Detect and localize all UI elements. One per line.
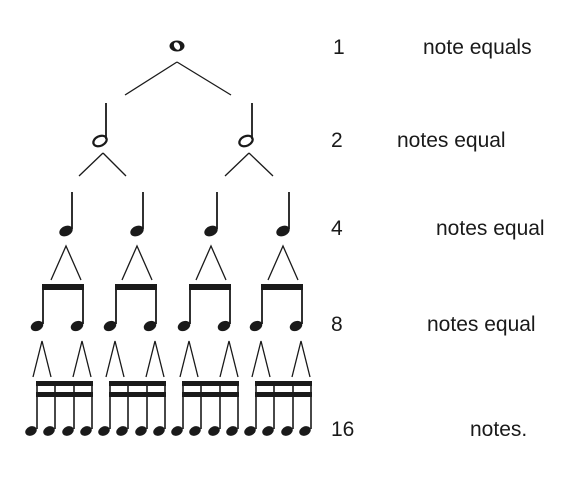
quarter-note-icon [276,192,290,237]
row-count-8: 8 [331,313,343,336]
quarter-note-icon [204,192,218,237]
row-text-2: notes equal [397,129,506,152]
branch-lines [32,340,311,378]
eighth-note-icon [30,284,84,332]
branch-lines [124,61,232,96]
quarter-note-icon [59,192,73,237]
quarter-note-icon [130,192,144,237]
half-note-icon [238,103,254,148]
sixteenth-note-icon [244,381,312,436]
row-count-2: 2 [331,129,343,152]
eighth-note-icon [249,284,303,332]
whole-note-icon [169,40,185,52]
row-count-1: 1 [333,36,345,59]
row-count-4: 4 [331,217,343,240]
sixteenth-note-icon [25,381,93,436]
branch-lines [50,244,299,281]
sixteenth-note-icon [171,381,239,436]
row-text-8: notes equal [427,313,536,336]
row-text-4: notes equal [436,217,545,240]
eighth-note-icon [103,284,157,332]
branch-lines [78,152,274,177]
row-text-16: notes. [470,418,528,441]
eighth-note-icon [177,284,231,332]
row-text-1: note equals [423,36,532,59]
row-count-16: 16 [331,418,355,441]
sixteenth-note-icon [98,381,166,436]
half-note-icon [92,103,108,148]
